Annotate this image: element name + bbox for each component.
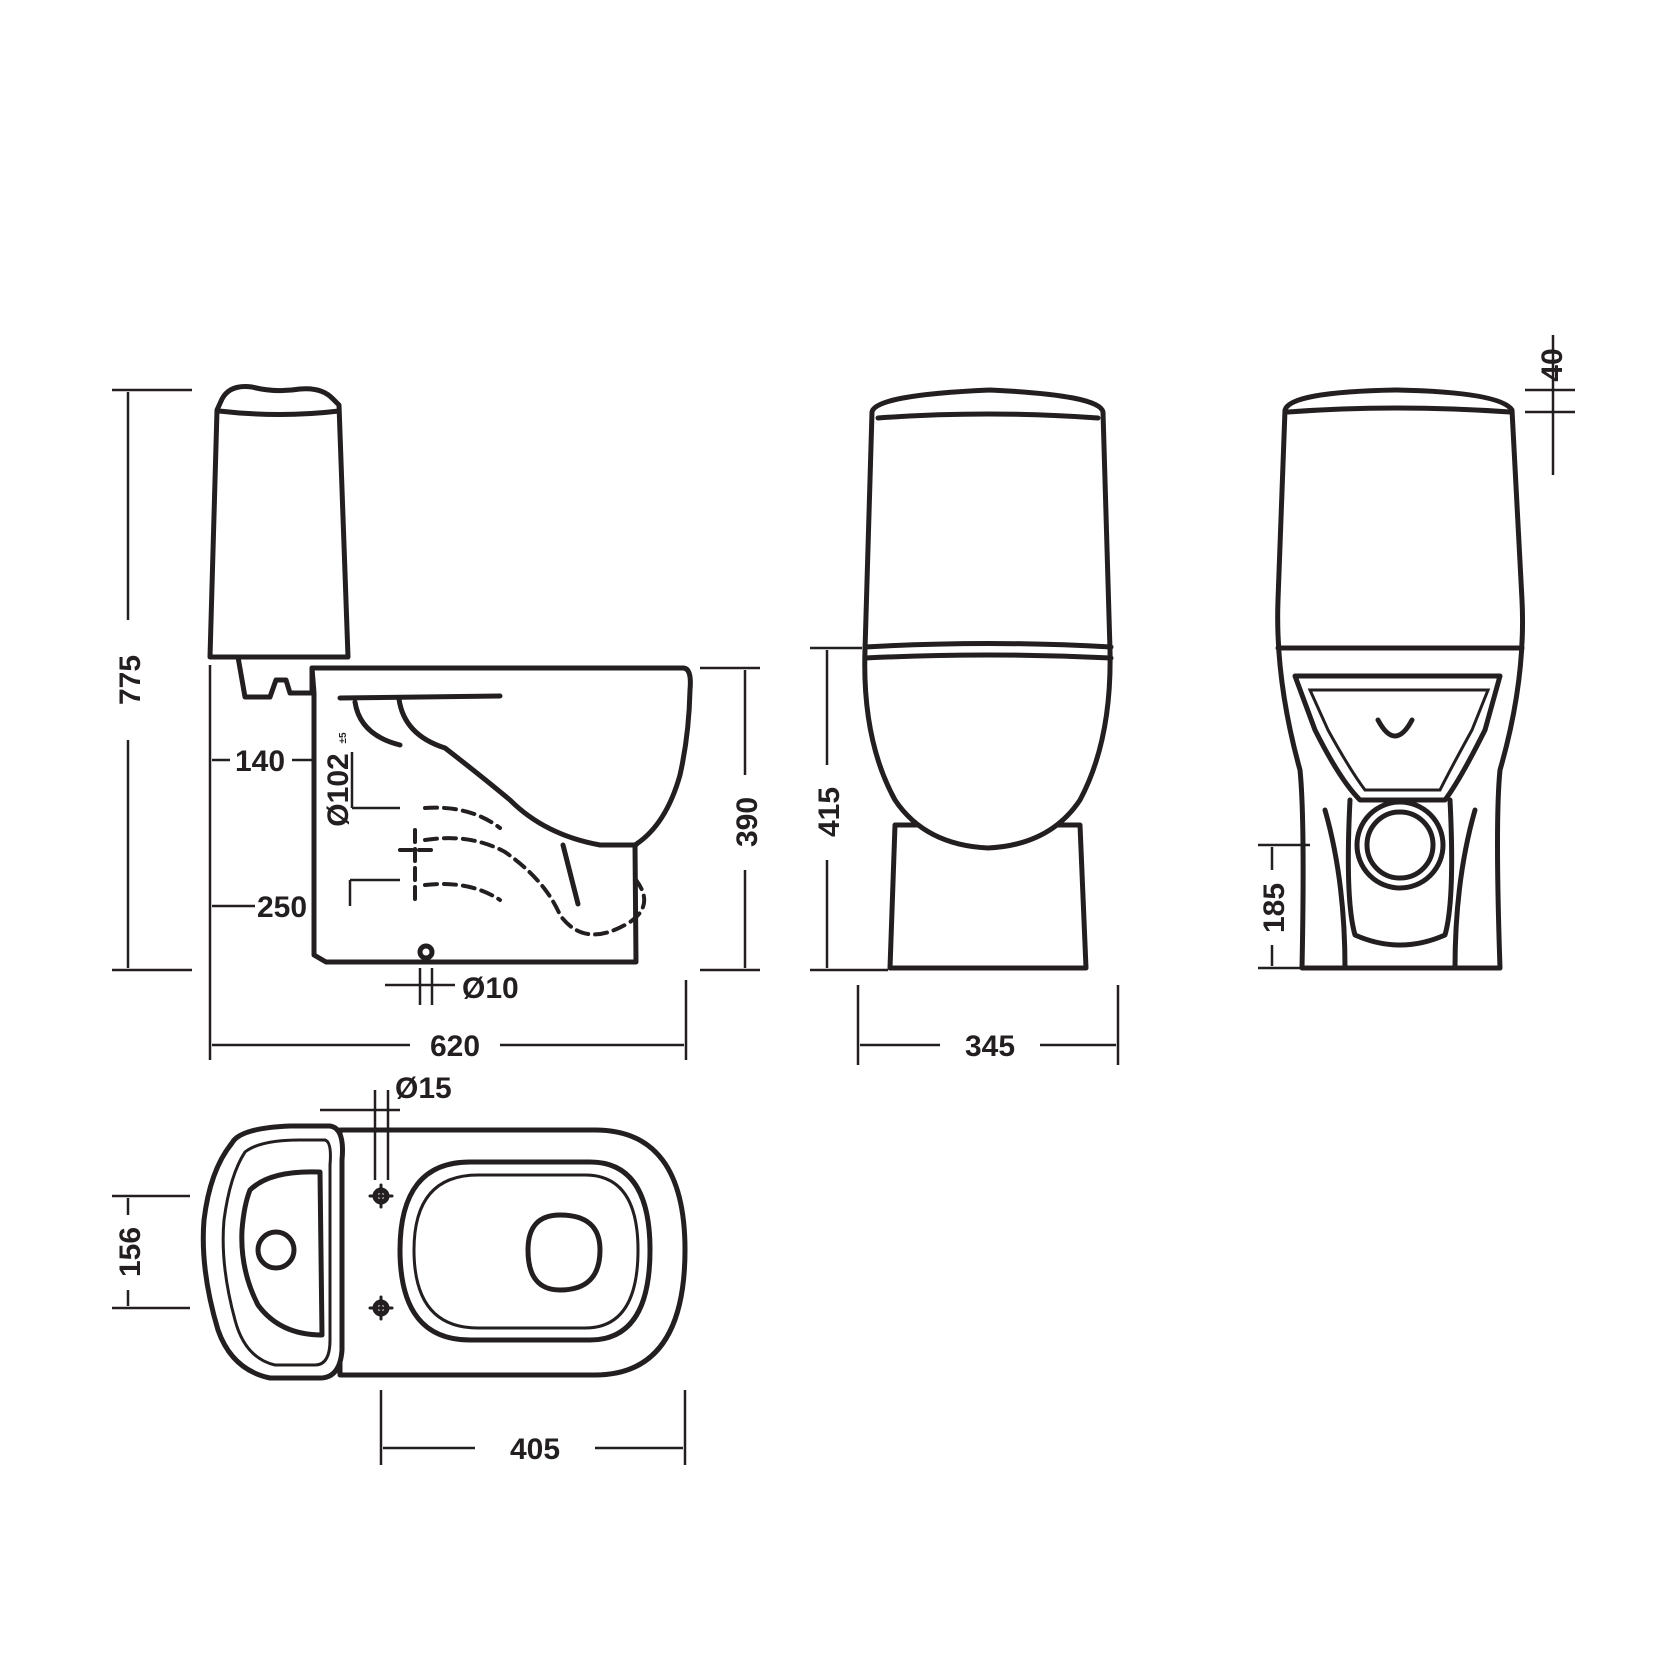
dim-outlet-height: 250	[257, 891, 307, 924]
side-foot-line	[560, 842, 581, 907]
rear-outlet-inner	[1364, 809, 1436, 881]
dim-tank-offset: 156	[114, 1227, 147, 1277]
rear-outlet-outer	[1354, 799, 1446, 891]
front-split-line	[862, 641, 1114, 650]
top-cistern-inner	[221, 1138, 332, 1367]
dim-front-width: 345	[965, 1030, 1015, 1063]
side-bowl	[309, 665, 693, 965]
dim-bolt-spacing: 405	[510, 1433, 560, 1466]
rear-recess-inner	[1307, 688, 1491, 792]
side-outlet-dashed-top	[423, 805, 502, 830]
dim-supply-diameter: Ø15	[395, 1072, 452, 1105]
top-view	[200, 1123, 688, 1381]
side-dimensions: 775 140 Ø102 ±5 250 Ø10 390 620	[112, 388, 764, 1063]
top-bowl-outline	[337, 1127, 688, 1378]
top-cistern-basin	[239, 1169, 325, 1338]
top-cistern	[200, 1123, 345, 1381]
side-cistern	[207, 384, 351, 660]
dim-bolt-diameter: Ø10	[462, 972, 519, 1005]
dim-depth-total: 620	[430, 1030, 480, 1063]
top-seat-outer	[397, 1159, 653, 1343]
top-dimensions: Ø15 156 405	[112, 1072, 687, 1466]
side-outlet-dashed-2	[423, 882, 502, 902]
dim-front-height: 415	[813, 787, 846, 837]
rear-leg-right	[1452, 807, 1478, 971]
side-bolt-hole	[417, 943, 435, 961]
rear-view	[1275, 387, 1526, 971]
side-seat-line	[337, 693, 503, 701]
side-outlet-dashed	[423, 836, 647, 937]
dim-outlet-tolerance: ±5	[338, 732, 349, 743]
rear-notch	[1375, 717, 1415, 739]
rear-trap-housing	[1345, 797, 1455, 948]
front-lid-line	[875, 411, 1101, 421]
front-split-line-2	[862, 652, 1114, 661]
dim-rear-outlet-height: 185	[1258, 883, 1291, 933]
dim-height-total: 775	[114, 655, 147, 705]
side-trapway-inner	[396, 696, 639, 848]
top-bowl-opening	[525, 1212, 603, 1293]
rear-body	[1275, 387, 1526, 971]
top-seat-inner	[412, 1173, 640, 1330]
dim-lid-offset: 40	[1536, 348, 1569, 381]
side-trapway-outer	[352, 699, 403, 748]
front-view	[862, 387, 1114, 971]
front-body	[862, 387, 1113, 851]
rear-dimensions: 40 185	[1258, 335, 1575, 970]
side-view	[207, 384, 693, 965]
rear-lid-line	[1285, 405, 1513, 415]
dim-outlet-diameter: Ø102	[322, 753, 355, 826]
dim-inlet-height: 140	[235, 745, 285, 778]
dim-bowl-height: 390	[731, 797, 764, 847]
top-flush-button	[255, 1229, 297, 1271]
side-cistern-lid	[216, 408, 342, 417]
rear-leg-left	[1322, 807, 1348, 971]
front-dimensions: 415 345	[810, 646, 1120, 1065]
